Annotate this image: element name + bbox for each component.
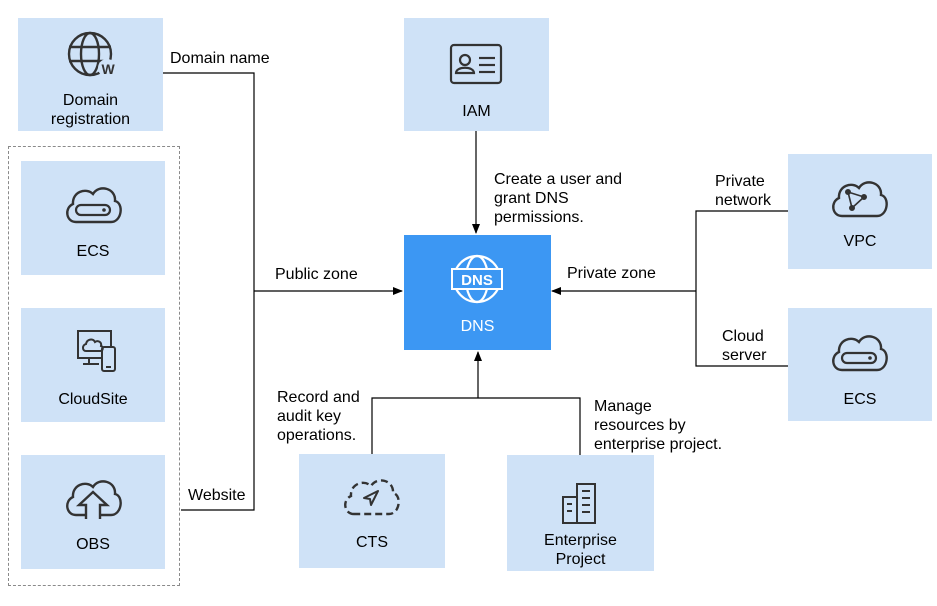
cloud-server-label: Cloud server (722, 328, 767, 364)
vpc-node[interactable]: VPC (788, 154, 932, 269)
obs-label: OBS (76, 536, 110, 553)
ecs-left-label: ECS (76, 243, 110, 260)
enterprise-project-node[interactable]: Enterprise Project (507, 455, 654, 571)
cloud-trace-icon (344, 479, 400, 516)
cloud-server-icon (832, 335, 888, 372)
enterprise-project-label: Enterprise Project (544, 532, 617, 568)
domain-registration-node[interactable]: W Domain registration (18, 18, 163, 131)
id-card-icon (449, 43, 503, 85)
cts-node[interactable]: CTS (299, 454, 445, 568)
vpc-label: VPC (843, 233, 877, 250)
buildings-icon (562, 483, 596, 524)
public-zone-label: Public zone (275, 266, 358, 283)
private-zone-label: Private zone (567, 265, 656, 282)
edge-cts (371, 397, 581, 455)
monitor-phone-icon (77, 330, 116, 372)
cloud-upload-icon (66, 480, 122, 519)
manage-resources-label: Manage resources by enterprise project. (594, 398, 723, 453)
globe-w-icon: W (67, 31, 116, 77)
private-network-label: Private network (715, 173, 772, 209)
cloud-server-icon (66, 187, 122, 224)
obs-node[interactable]: OBS (21, 455, 165, 569)
hosting-services-group (8, 146, 180, 586)
cloud-network-icon (832, 181, 888, 218)
domain-name-label: Domain name (170, 50, 270, 67)
record-audit-label: Record and audit key operations. (277, 389, 360, 444)
svg-text:DNS: DNS (461, 272, 493, 289)
iam-label: IAM (462, 103, 491, 120)
edge-private-network (695, 210, 788, 367)
iam-node[interactable]: IAM (404, 18, 549, 131)
svg-text:W: W (102, 61, 116, 77)
iam-grant-label: Create a user and grant DNS permissions. (494, 171, 623, 226)
cts-label: CTS (356, 534, 388, 551)
website-label: Website (188, 487, 246, 504)
cloudsite-node[interactable]: CloudSite (21, 308, 165, 422)
dns-globe-icon: DNS (451, 254, 503, 304)
dns-node[interactable]: DNS DNS (404, 235, 551, 350)
cloudsite-label: CloudSite (58, 391, 128, 408)
ecs-right-node[interactable]: ECS (788, 308, 932, 421)
ecs-right-label: ECS (843, 391, 877, 408)
domain-registration-label: Domain registration (50, 92, 131, 128)
ecs-left-node[interactable]: ECS (21, 161, 165, 275)
dns-label: DNS (460, 318, 495, 335)
